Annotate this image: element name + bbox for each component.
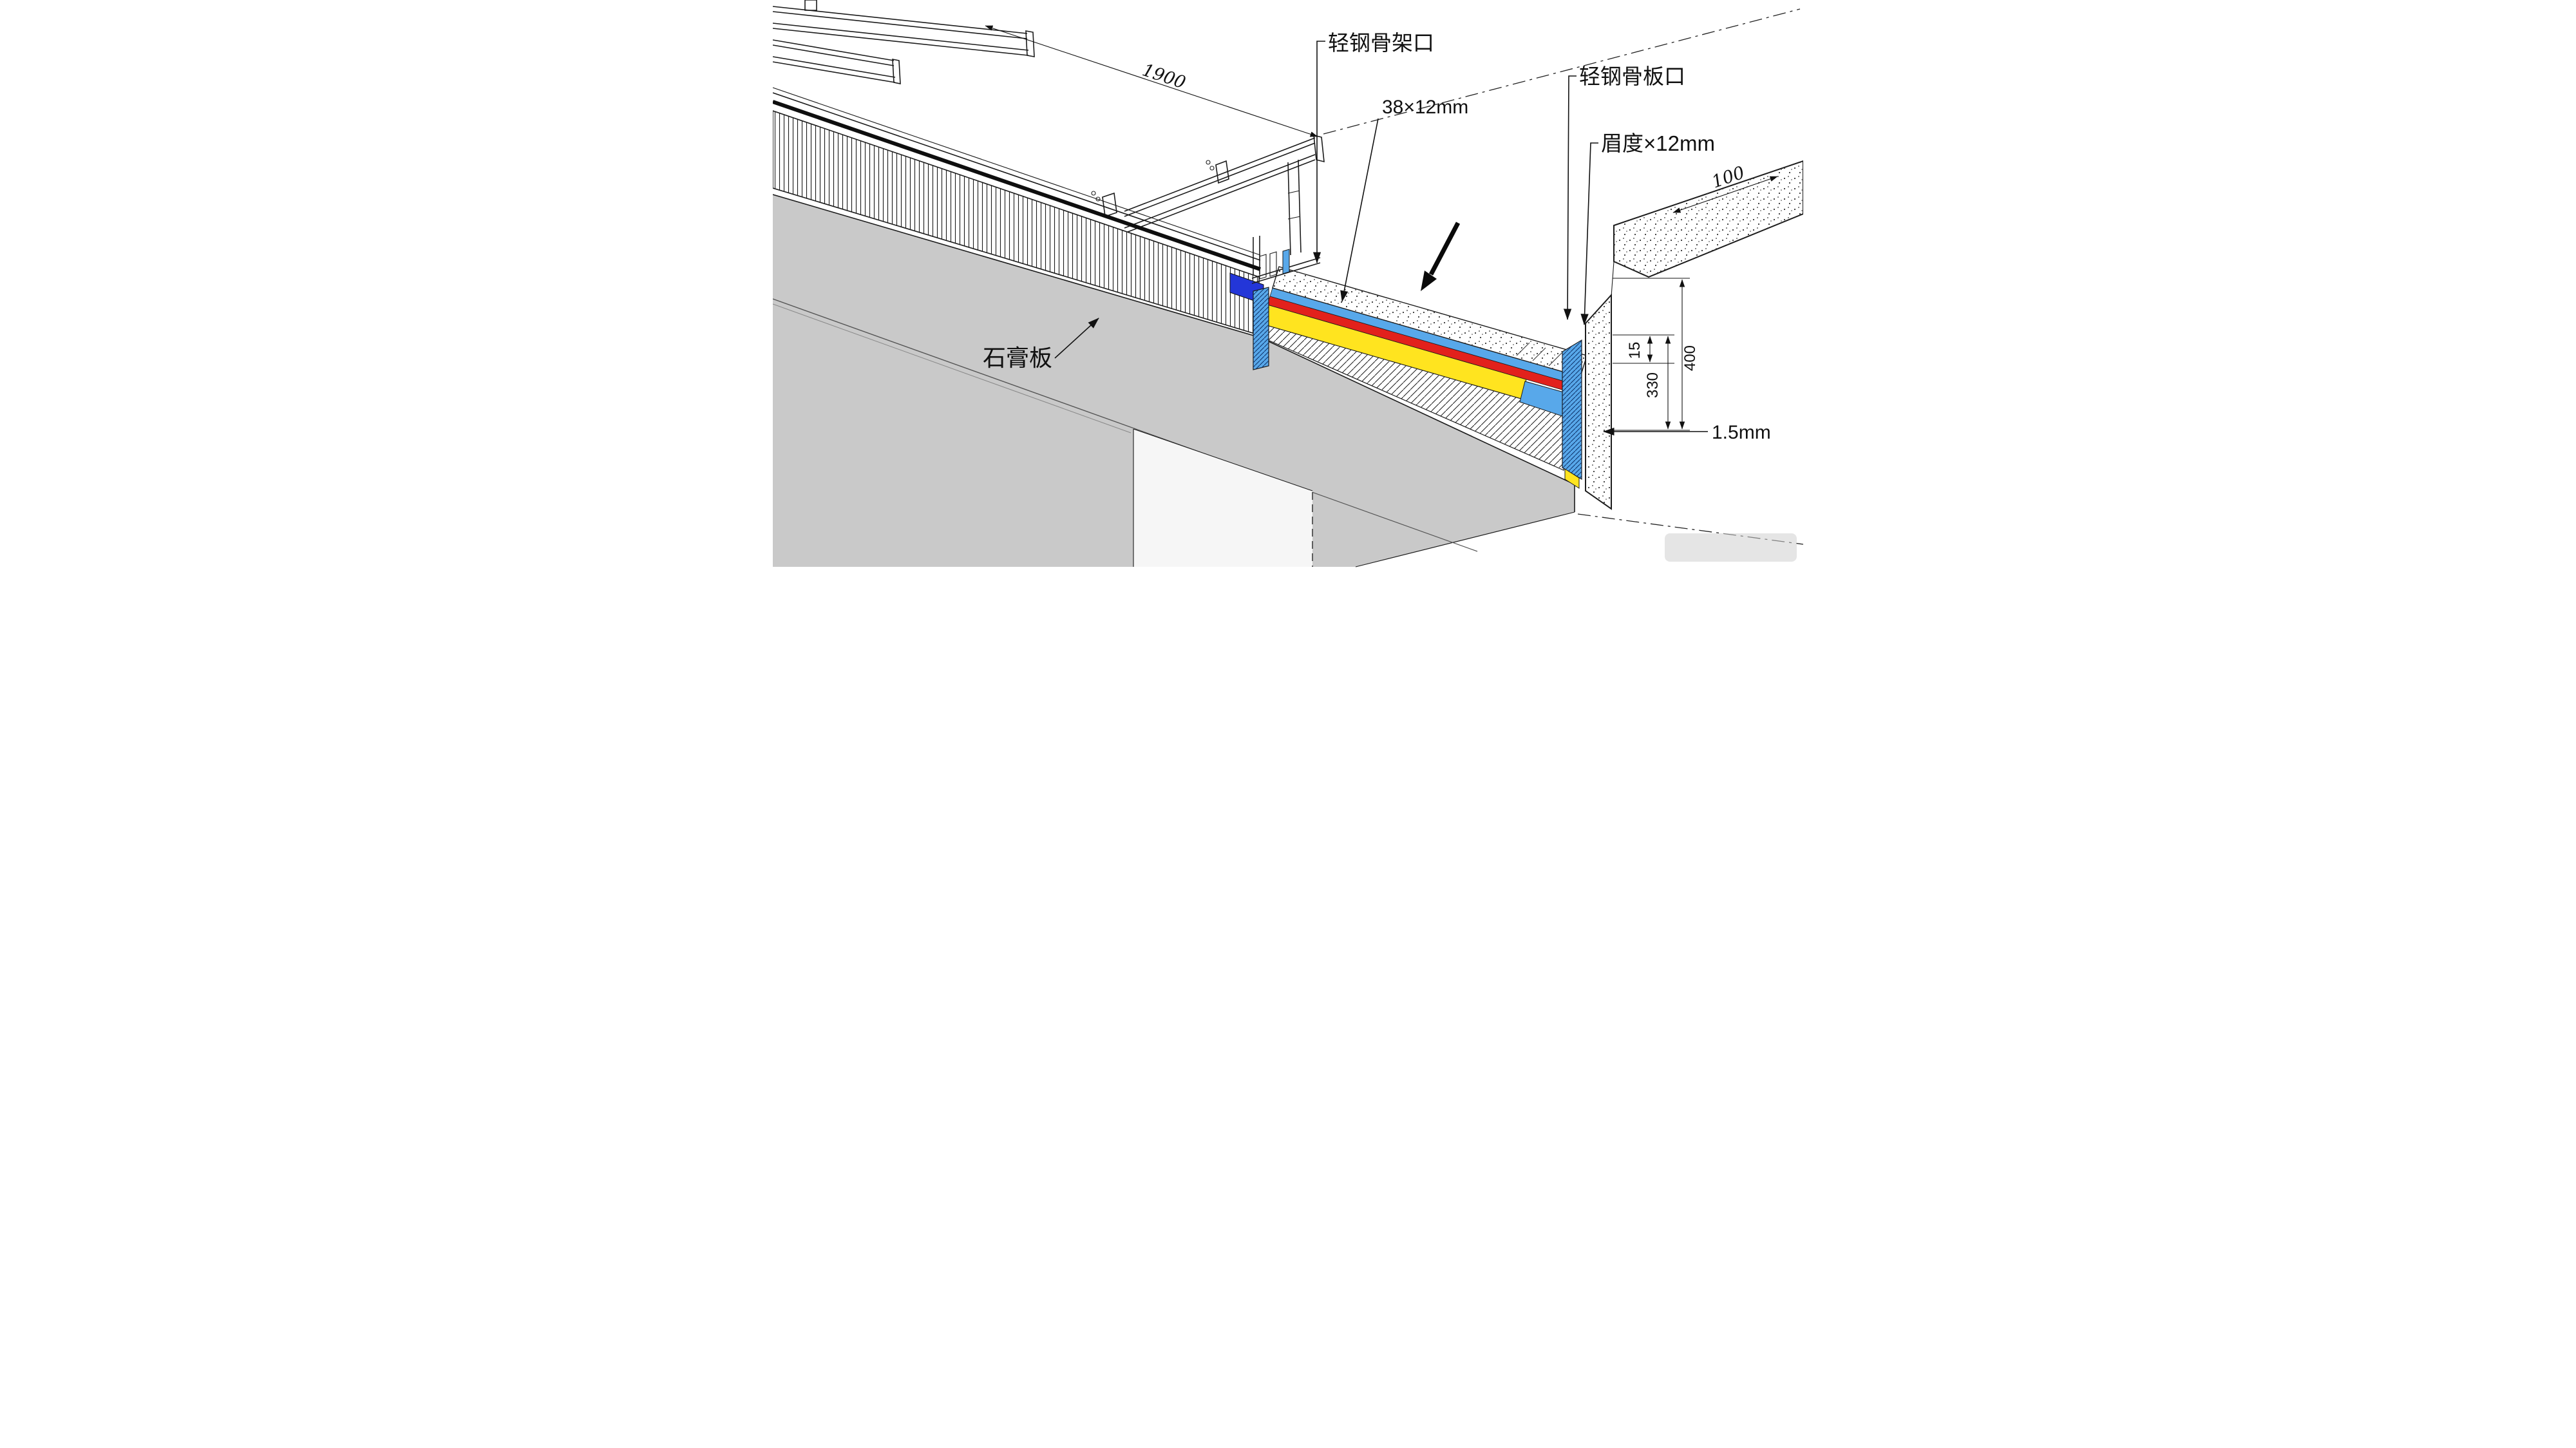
dimension-right-outer: 400 xyxy=(1681,345,1699,371)
edge-thickness-label: 1.5mm xyxy=(1712,422,1771,443)
dimension-right-inner: 330 xyxy=(1644,372,1662,398)
blue-channel xyxy=(1282,249,1290,274)
construction-detail-page: 1900 xyxy=(773,0,1803,580)
dimension-span: 1900 xyxy=(985,25,1318,137)
upper-slab-hatched-edge xyxy=(773,100,1261,336)
ceiling-track xyxy=(1251,249,1321,284)
right-dimensions: 400 330 15 1.5mm xyxy=(1603,278,1771,443)
ceiling-plane-lines xyxy=(773,8,1801,261)
dimension-right-small: 15 xyxy=(1626,342,1643,359)
pointer-arrow xyxy=(1421,222,1461,291)
gypsum-board-face xyxy=(773,195,1575,567)
light-steel-board-label: 轻钢骨板口 xyxy=(1579,64,1685,88)
gypsum-board-label: 石膏板 xyxy=(983,345,1052,371)
construction-detail-drawing: 1900 xyxy=(773,0,1803,580)
board-front-face xyxy=(1133,429,1312,567)
right-yellow-block xyxy=(1564,468,1580,489)
light-steel-frame-label: 轻钢骨架口 xyxy=(1328,31,1434,55)
watermark xyxy=(1665,533,1797,562)
callouts: 轻钢骨架口 38×12mm 轻钢骨板口 眉度×12mm 石膏板 xyxy=(983,31,1715,371)
dimension-span-text: 1900 xyxy=(1140,60,1188,93)
steel-framework xyxy=(773,0,1325,276)
board-size-label: 眉度×12mm xyxy=(1601,131,1715,155)
frame-size-label: 38×12mm xyxy=(1382,97,1468,118)
gypsum-board-surface xyxy=(773,194,1575,567)
finish-layers xyxy=(1229,266,1587,419)
